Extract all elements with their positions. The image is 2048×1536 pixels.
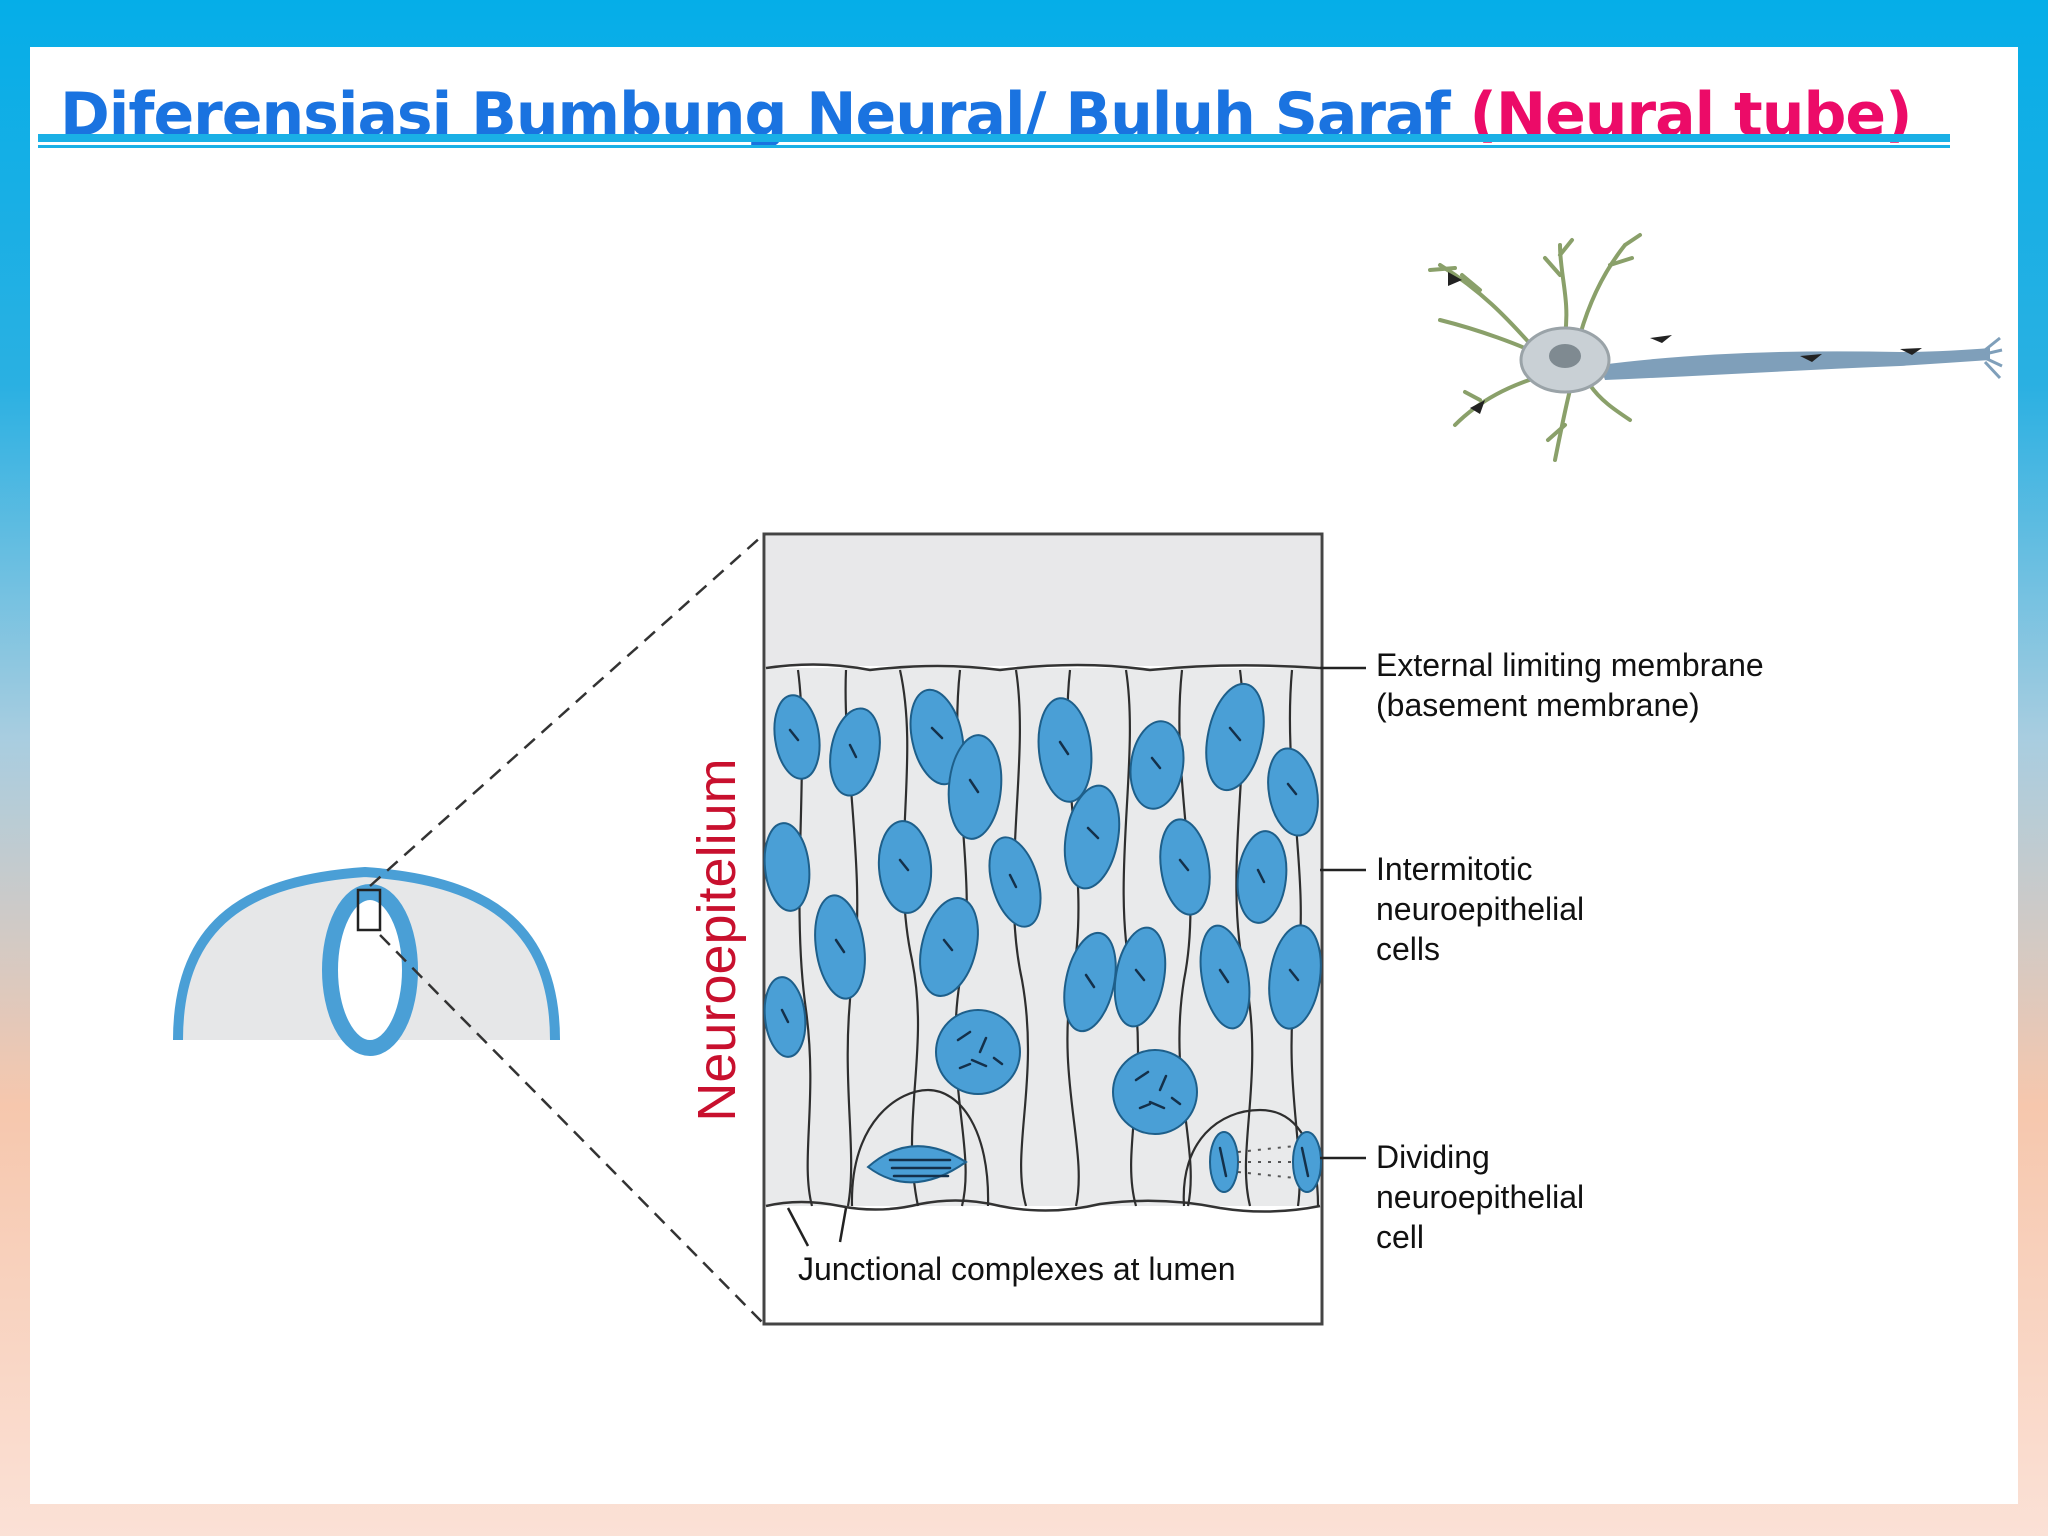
title-underline-thin [38, 145, 1950, 148]
external-limiting-label-1: External limiting membrane [1376, 647, 1764, 683]
neuron-illustration [1428, 233, 2003, 462]
dividing-label-1: Dividing [1376, 1139, 1490, 1175]
intermitotic-label-1: Intermitotic [1376, 851, 1532, 887]
junctional-complexes-label: Junctional complexes at lumen [798, 1251, 1236, 1287]
dividing-label-3: cell [1376, 1219, 1424, 1255]
intermitotic-label-3: cells [1376, 931, 1440, 967]
dividing-label-2: neuroepithelial [1376, 1179, 1584, 1215]
intermitotic-label-2: neuroepithelial [1376, 891, 1584, 927]
external-limiting-label-2: (basement membrane) [1376, 687, 1700, 723]
neuroepithelium-vertical-label: Neuroepitelium [687, 758, 747, 1121]
neuroepithelium-panel [762, 532, 1366, 1326]
neural-tube-cross-section [173, 535, 763, 1323]
title-underline [38, 134, 1950, 142]
